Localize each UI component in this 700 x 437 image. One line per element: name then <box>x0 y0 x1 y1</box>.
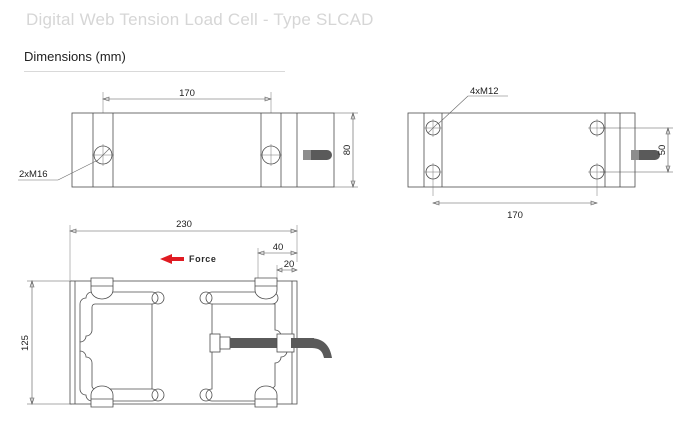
plan-view-boss-top-right <box>254 277 278 300</box>
plan-view-flexure-left <box>79 291 165 402</box>
plan-view-dim-230: 230 <box>69 219 298 280</box>
dim-label-50: 50 <box>657 145 668 156</box>
front-view-dim-80: 80 <box>334 112 358 188</box>
dim-label-20: 20 <box>284 259 295 270</box>
dim-label-80: 80 <box>342 145 353 156</box>
plan-view: 230 40 20 <box>20 219 332 408</box>
plan-view-dim-40: 40 <box>257 242 298 283</box>
dim-label-170-side: 170 <box>507 210 523 221</box>
front-view-thread-hole-left <box>92 144 114 166</box>
plan-view-boss-bottom-left <box>90 385 114 408</box>
front-view-body-outline <box>71 112 335 188</box>
plan-view-dim-125: 125 <box>20 280 72 405</box>
dim-label-125: 125 <box>20 335 31 351</box>
side-view-cable-connector <box>631 150 660 160</box>
callout-label-2xM16: 2xM16 <box>19 169 48 180</box>
page-title: Digital Web Tension Load Cell - Type SLC… <box>26 10 374 29</box>
callout-label-4xM12: 4xM12 <box>470 86 499 97</box>
side-view-dim-50: 50 <box>600 127 673 173</box>
force-label: Force <box>189 254 217 264</box>
front-view-internal-lines <box>92 113 298 187</box>
side-view-internal-lines <box>423 113 621 187</box>
force-direction-indicator: Force <box>160 254 217 264</box>
front-view-thread-hole-right <box>260 144 282 166</box>
front-view-callout-2xM16: 2xM16 <box>18 159 99 181</box>
dim-label-170-front: 170 <box>179 88 195 99</box>
force-arrow-icon <box>160 254 184 264</box>
side-view-thread-hole-bottom-left <box>424 163 442 196</box>
dim-label-40: 40 <box>273 242 284 253</box>
plan-view-cable-assembly <box>209 333 332 358</box>
plan-view-boss-bottom-right <box>254 385 278 408</box>
plan-view-boss-top-left <box>90 277 114 300</box>
section-divider <box>24 71 285 72</box>
dim-label-230: 230 <box>176 219 192 230</box>
side-view-dim-170: 170 <box>432 200 598 221</box>
side-elevation-view: 4xM12 50 170 <box>407 86 673 221</box>
front-elevation-view: 170 <box>18 88 358 188</box>
side-view-thread-hole-top-left <box>424 119 442 137</box>
plan-view-dim-20: 20 <box>276 259 298 283</box>
section-heading-dimensions: Dimensions (mm) <box>24 49 126 64</box>
front-view-cable-connector <box>303 150 332 160</box>
side-view-callout-4xM12: 4xM12 <box>437 86 508 125</box>
